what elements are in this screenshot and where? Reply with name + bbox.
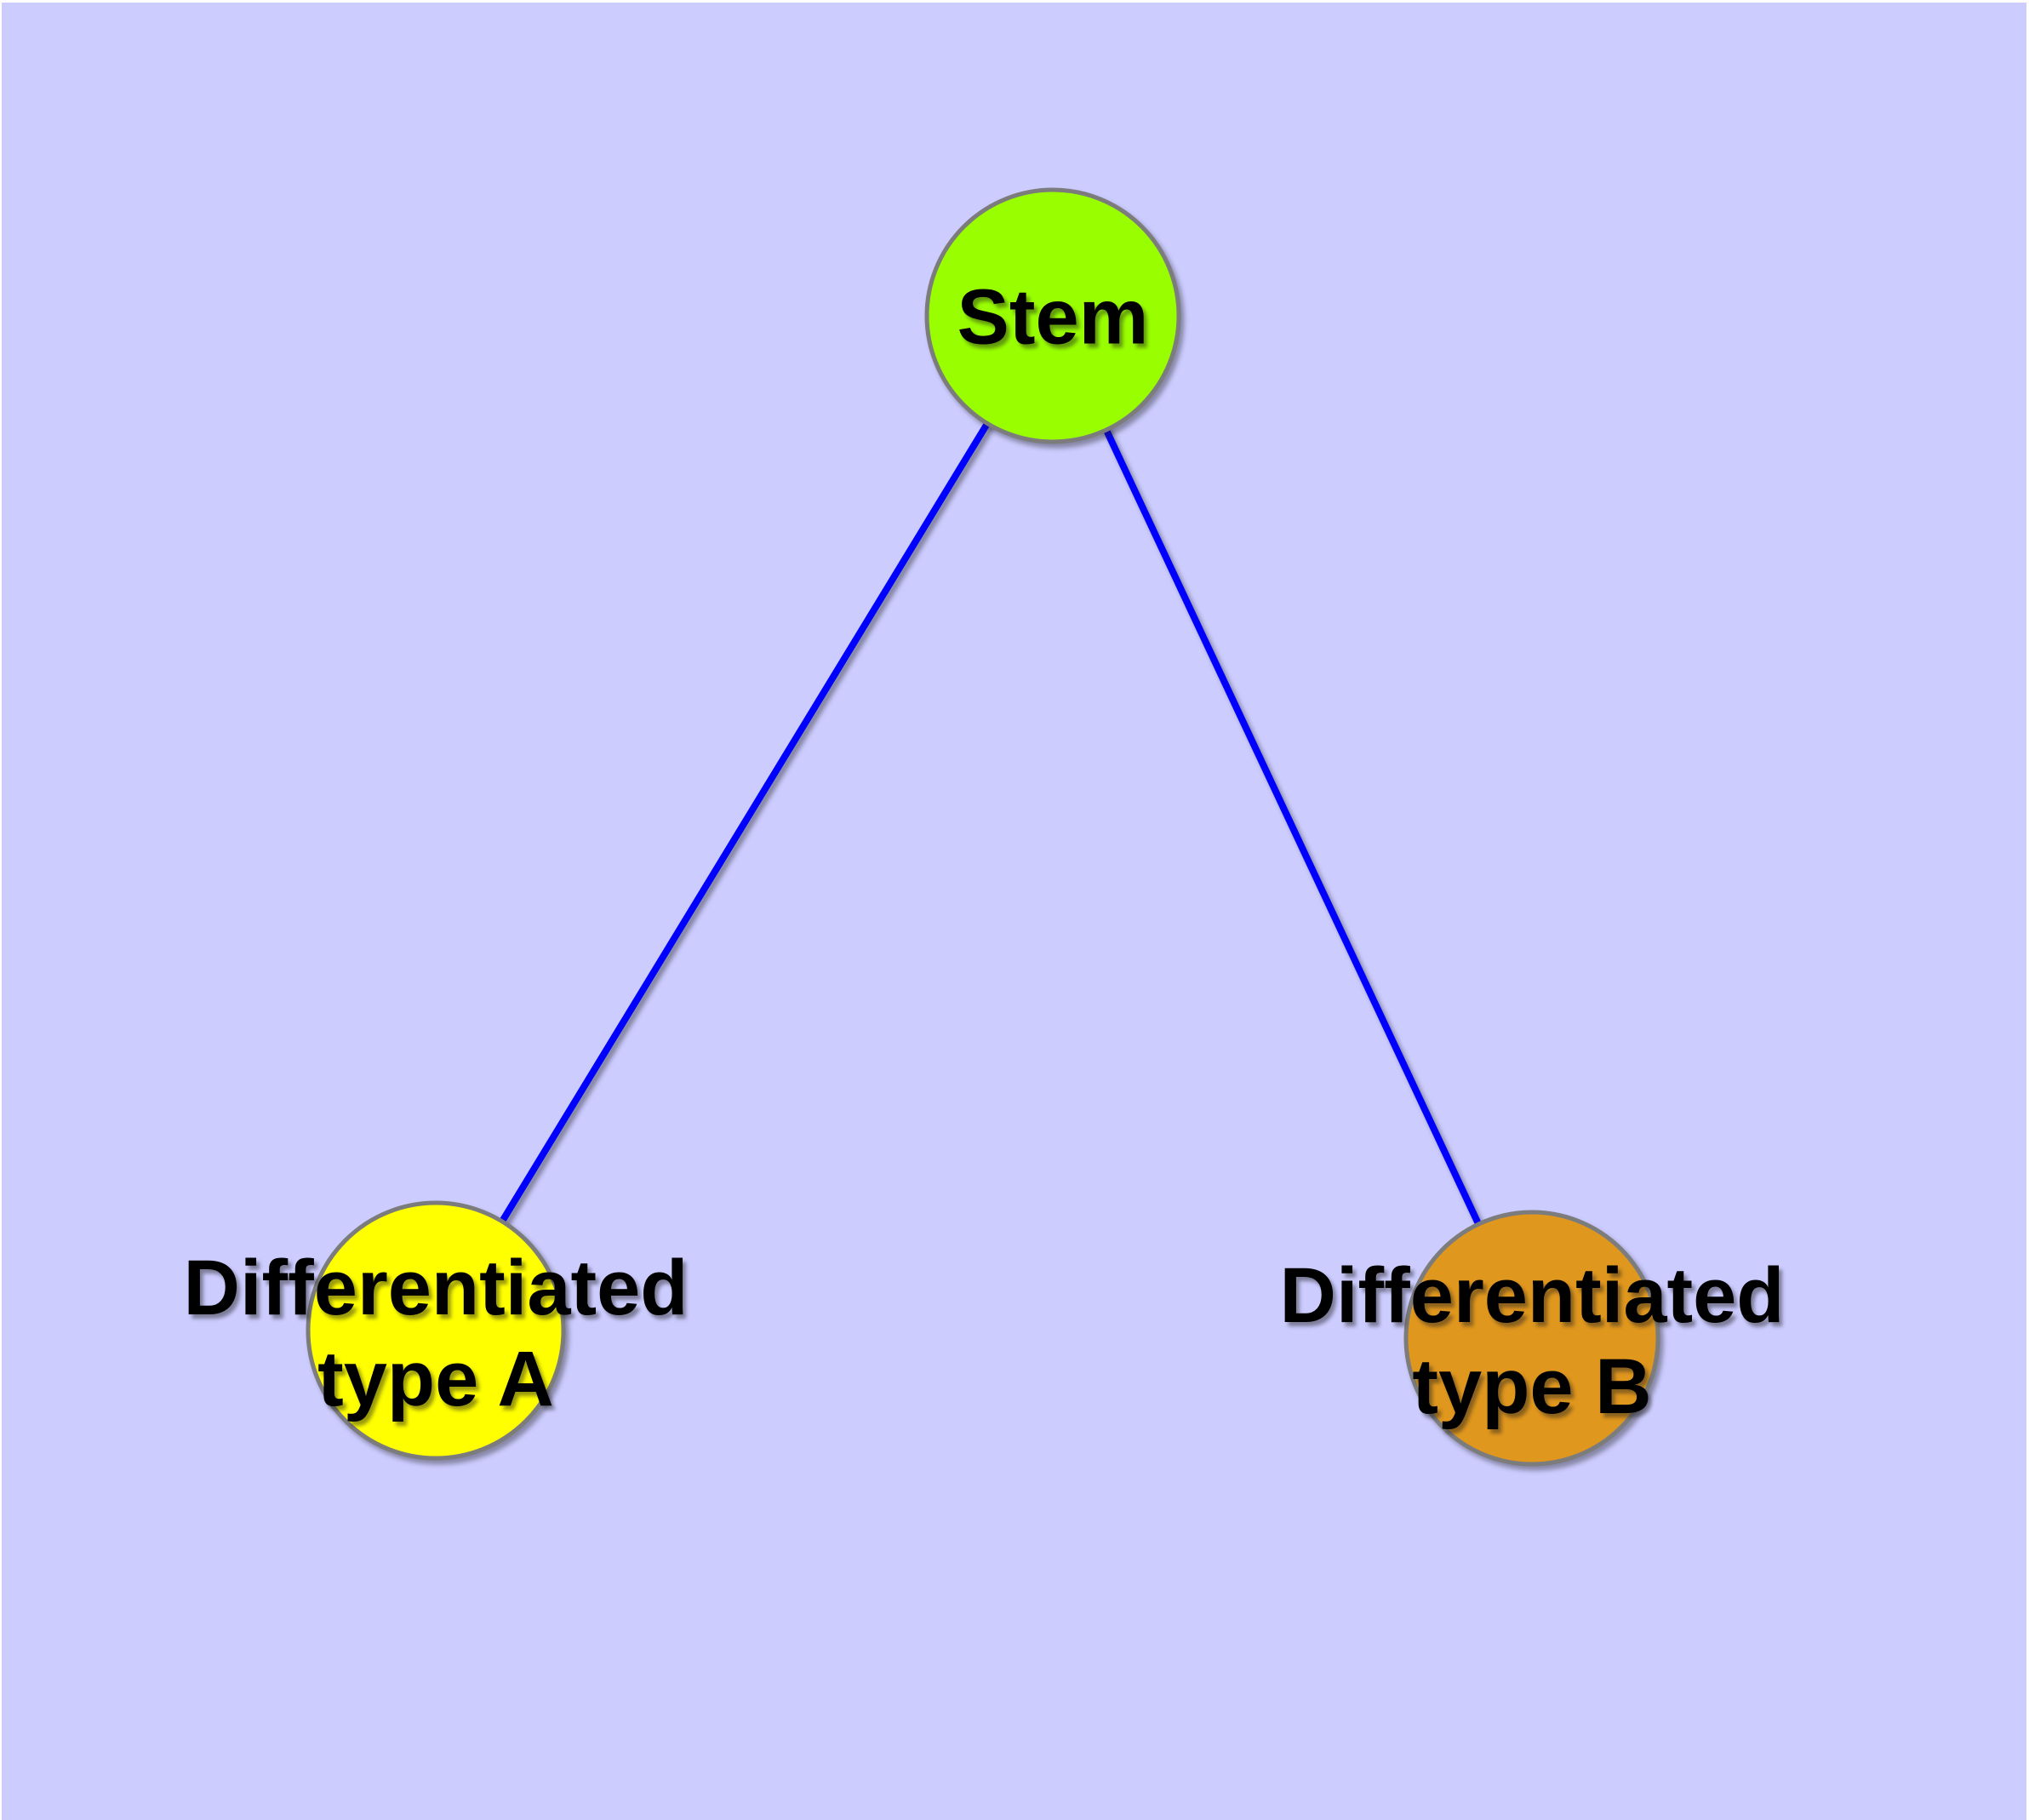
edge-stem-to-type-a [432, 313, 1056, 1333]
edge-layer [432, 313, 1535, 1340]
node-layer [306, 187, 1660, 1467]
node-type-b-label-line2: type B [1412, 1343, 1652, 1430]
node-stem-label: Stem [957, 272, 1149, 363]
node-type-a-label-line2: type A [317, 1336, 554, 1422]
node-type-a-circle [306, 1200, 566, 1461]
edge-stem-to-type-b [1049, 314, 1535, 1340]
node-type-b-label: Differentiated type B [1280, 1251, 1785, 1433]
node-stem-circle [924, 187, 1181, 444]
node-type-b-circle [1403, 1210, 1660, 1467]
node-type-a-label: Differentiated type A [184, 1243, 689, 1425]
node-type-b-label-line1: Differentiated [1279, 1252, 1785, 1339]
node-stem-label-text: Stem [957, 273, 1149, 361]
node-type-a-label-line1: Differentiated [183, 1245, 689, 1331]
